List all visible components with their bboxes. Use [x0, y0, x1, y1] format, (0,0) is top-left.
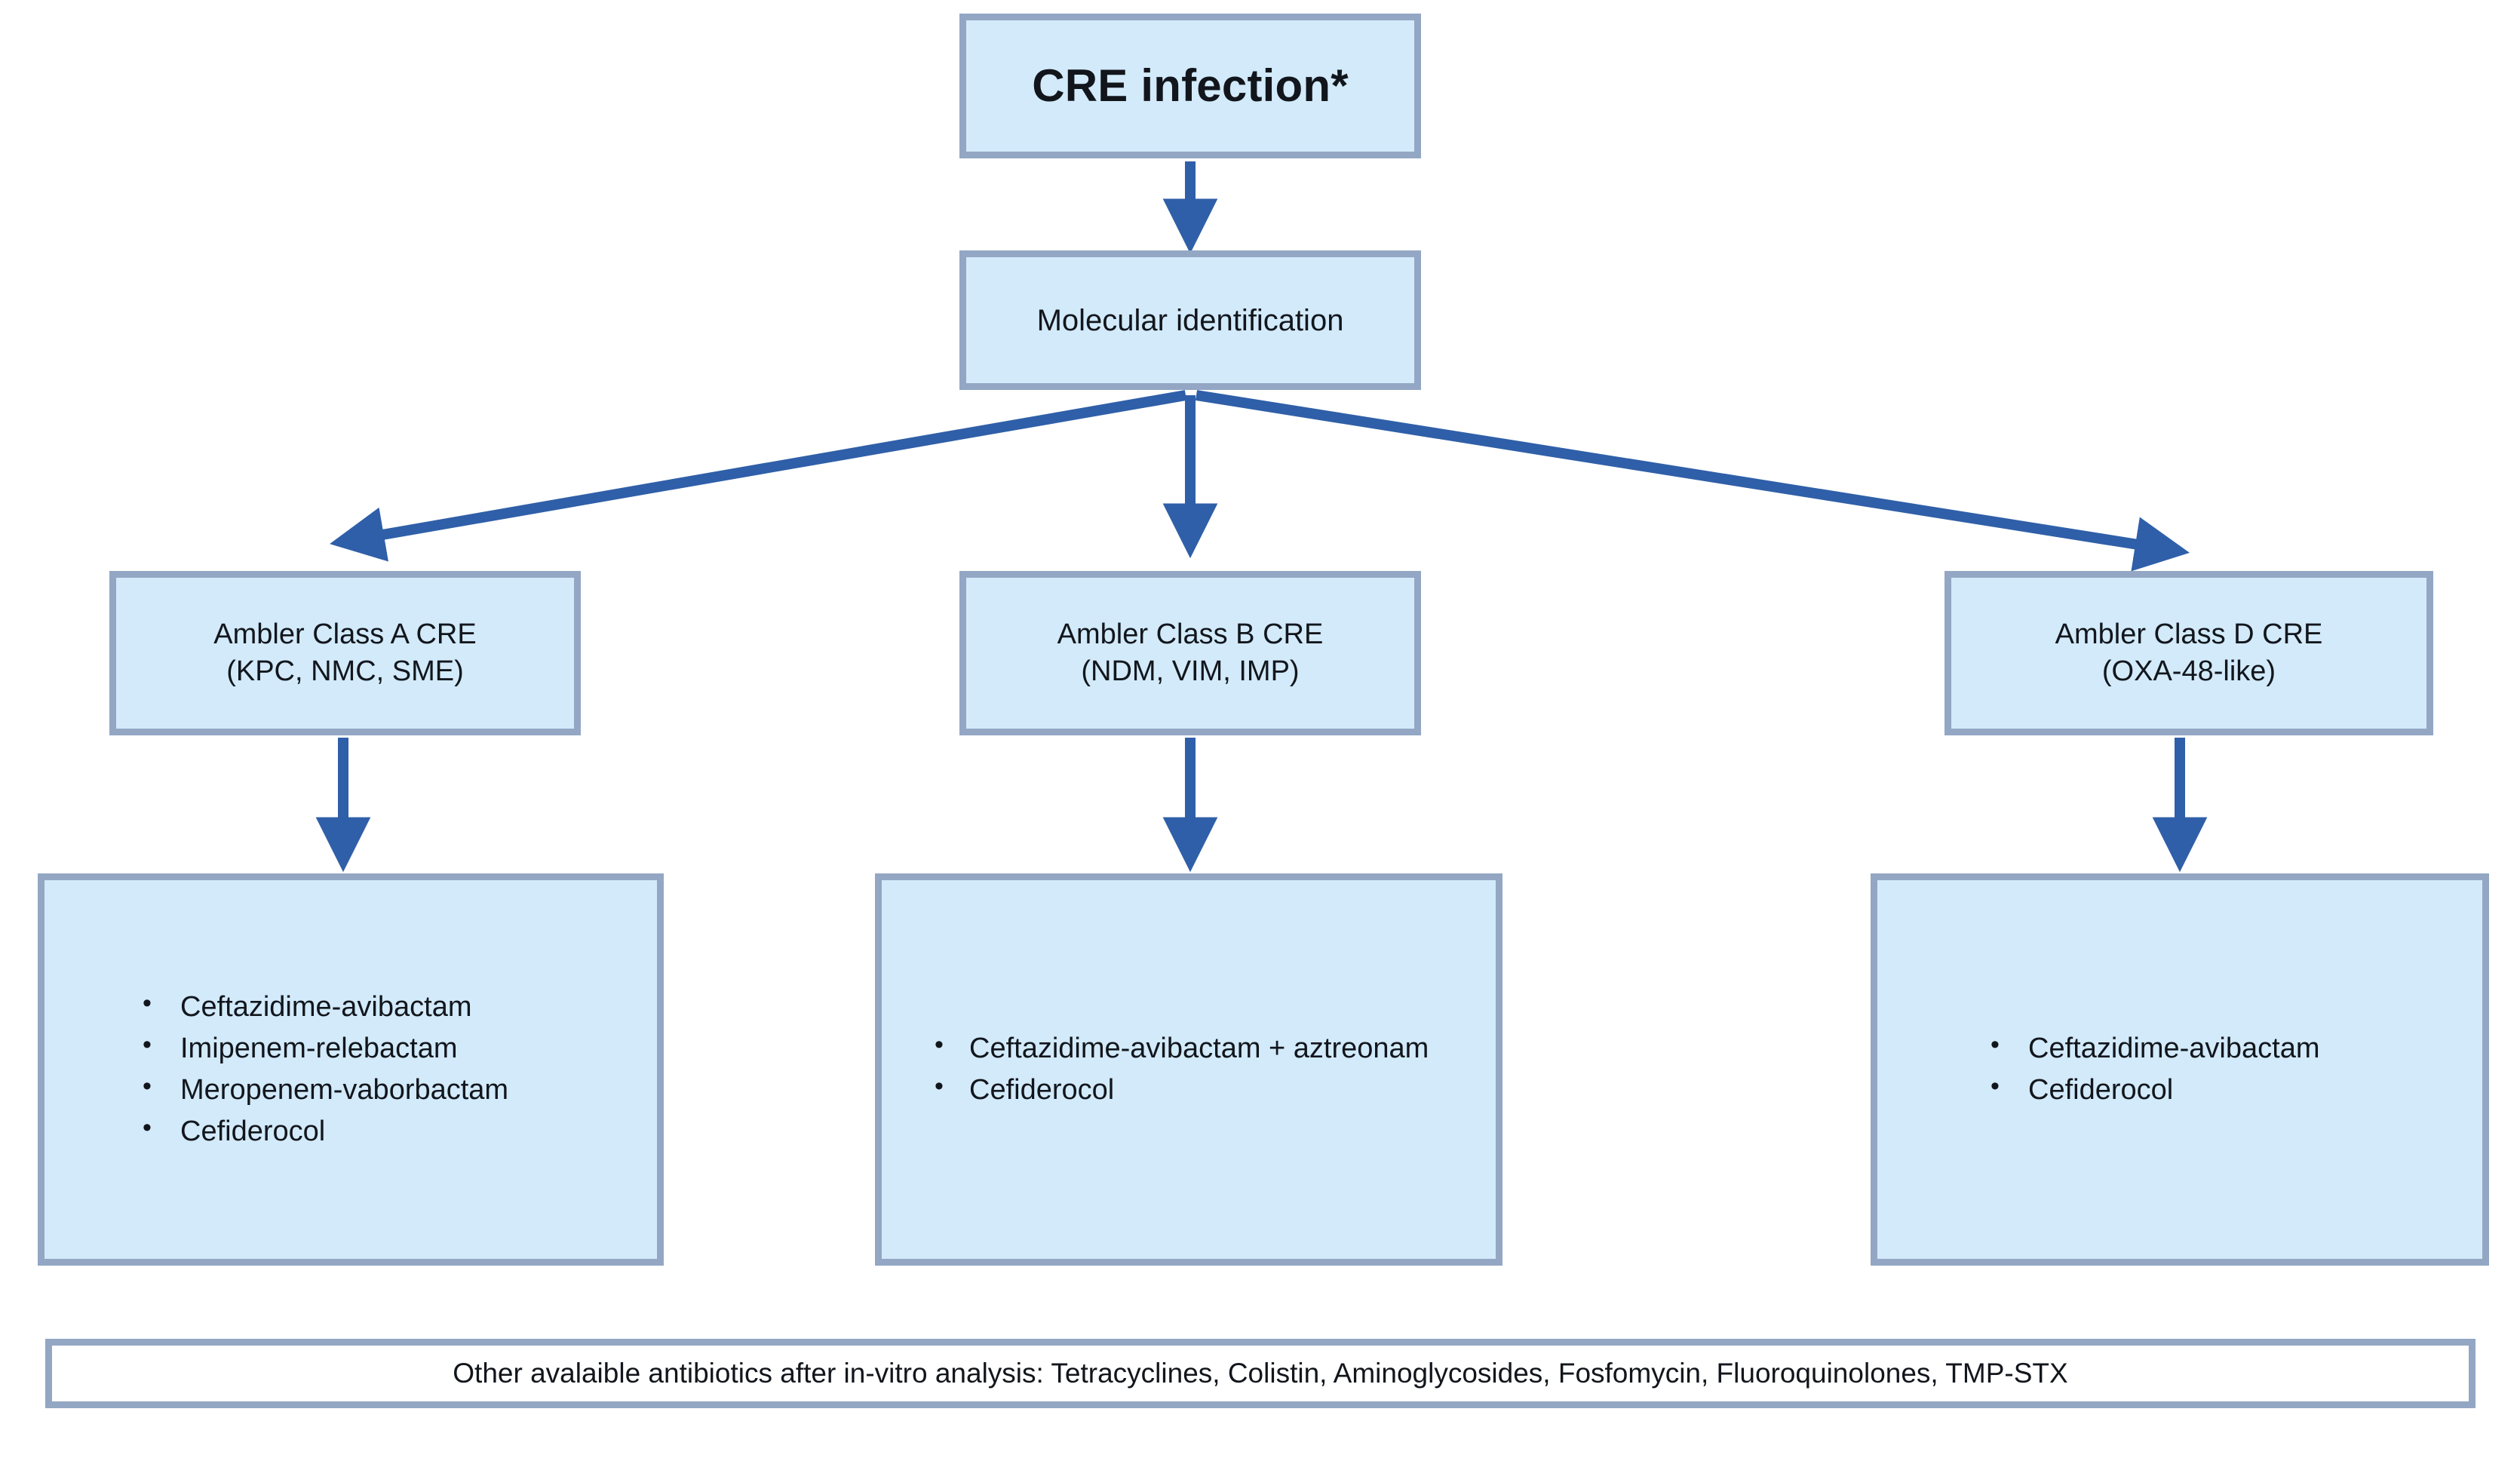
list-item: Cefiderocol — [918, 1068, 1496, 1111]
arrow-molecular-to-class-a — [330, 390, 1187, 562]
treatment-class-b-list: Ceftazidime-avibactam + aztreonam Cefide… — [882, 1027, 1496, 1111]
list-item: Cefiderocol — [126, 1110, 657, 1152]
node-molecular-identification[interactable]: Molecular identification — [959, 250, 1421, 390]
node-ambler-class-b-label: Ambler Class B CRE (NDM, VIM, IMP) — [1057, 618, 1324, 687]
node-treatment-class-b[interactable]: Ceftazidime-avibactam + aztreonam Cefide… — [875, 873, 1502, 1266]
node-ambler-class-b[interactable]: Ambler Class B CRE (NDM, VIM, IMP) — [959, 571, 1421, 735]
node-treatment-class-d[interactable]: Ceftazidime-avibactam Cefiderocol — [1871, 873, 2489, 1266]
node-ambler-class-d-label: Ambler Class D CRE (OXA-48-like) — [2055, 618, 2323, 687]
node-ambler-class-d[interactable]: Ambler Class D CRE (OXA-48-like) — [1944, 571, 2433, 735]
list-item: Ceftazidime-avibactam — [1974, 1027, 2482, 1070]
arrow-molecular-to-class-d — [1195, 390, 2190, 572]
treatment-class-a-list: Ceftazidime-avibactam Imipenem-relebacta… — [45, 985, 657, 1152]
list-item: Cefiderocol — [1974, 1068, 2482, 1111]
node-ambler-class-a[interactable]: Ambler Class A CRE (KPC, NMC, SME) — [109, 571, 581, 735]
node-cre-infection-label: CRE infection* — [1032, 60, 1349, 111]
node-treatment-class-a[interactable]: Ceftazidime-avibactam Imipenem-relebacta… — [38, 873, 664, 1266]
treatment-class-d-list: Ceftazidime-avibactam Cefiderocol — [1877, 1027, 2482, 1111]
list-item: Ceftazidime-avibactam + aztreonam — [918, 1027, 1496, 1070]
footer-other-antibiotics-label: Other avalaible antibiotics after in-vit… — [453, 1358, 2068, 1389]
node-ambler-class-a-label: Ambler Class A CRE (KPC, NMC, SME) — [213, 618, 477, 687]
footer-other-antibiotics[interactable]: Other avalaible antibiotics after in-vit… — [45, 1339, 2475, 1408]
node-molecular-identification-label: Molecular identification — [1036, 303, 1344, 337]
list-item: Ceftazidime-avibactam — [126, 985, 657, 1028]
list-item: Meropenem-vaborbactam — [126, 1068, 657, 1111]
node-cre-infection[interactable]: CRE infection* — [959, 14, 1421, 158]
list-item: Imipenem-relebactam — [126, 1027, 657, 1070]
